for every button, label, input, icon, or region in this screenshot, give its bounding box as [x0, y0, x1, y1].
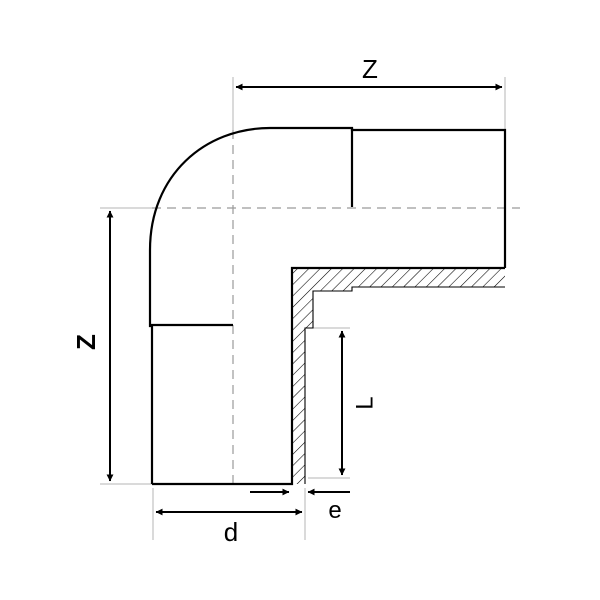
dimension-lines: [106, 83, 503, 516]
label-l: L: [351, 396, 378, 409]
center-lines: [152, 130, 520, 484]
elbow-outline: [148, 126, 507, 486]
wall-section-hatch: [292, 268, 505, 484]
label-d: d: [224, 517, 238, 547]
label-e: e: [328, 497, 341, 524]
wall-inner-contour: [304, 286, 505, 484]
extension-lines: [100, 77, 506, 540]
label-z-left: Z: [71, 334, 101, 350]
label-z-top: Z: [362, 54, 378, 84]
